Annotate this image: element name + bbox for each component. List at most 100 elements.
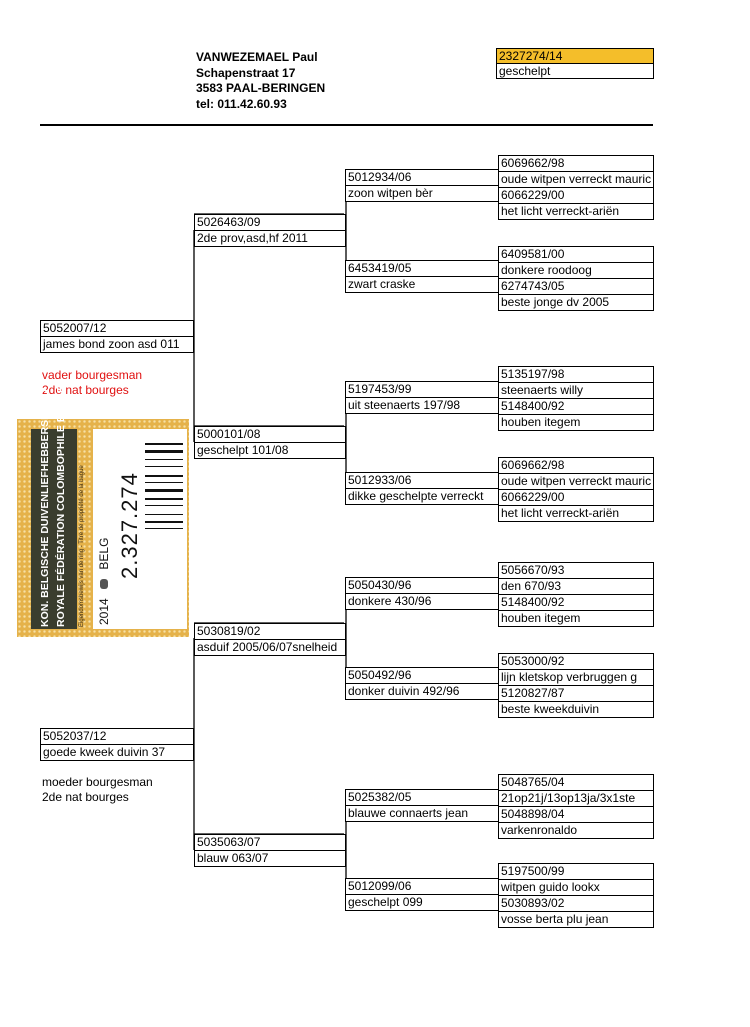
gen4-pair-6: 5053000/92 lijn kletskop verbruggen g 51… — [498, 653, 654, 718]
dam-note-line1: moeder bourgesman — [42, 775, 153, 789]
gen3-name: blauwe connaerts jean — [346, 805, 498, 821]
gen2-box-3: 5030819/02 asduif 2005/06/07snelheid — [194, 623, 346, 656]
gen4-dam-name: beste kweekduivin — [499, 701, 653, 717]
sire-note-line2: 2de nat bourges — [42, 383, 129, 397]
gen2-ring: 5026463/09 — [197, 215, 261, 229]
dam-name: goede kweek duivin 37 — [41, 744, 193, 760]
barcode-bar — [145, 482, 183, 483]
gen3-ring: 5050430/96 — [348, 578, 412, 592]
ring-country: BELG — [97, 537, 111, 570]
barcode-bar — [145, 521, 183, 523]
barcode-bar — [145, 513, 183, 515]
gen3-ring: 5012099/06 — [348, 879, 412, 893]
subject-color: geschelpt — [499, 64, 551, 78]
gen4-dam-name: vosse berta plu jean — [499, 911, 653, 927]
sire-name: james bond zoon asd 011 — [41, 336, 193, 352]
gen4-dam-name: het licht verreckt-ariën — [499, 203, 653, 219]
gen4-sire-name: den 670/93 — [499, 578, 653, 594]
gen4-sire-name: witpen guido lookx — [499, 879, 653, 895]
gen4-sire-ring: 5056670/93 — [501, 563, 565, 577]
gen4-sire-ring: 6409581/00 — [501, 247, 565, 261]
gen2-ring: 5035063/07 — [197, 835, 261, 849]
barcode-bar — [145, 474, 183, 477]
barcode-bar — [145, 497, 183, 500]
sire-box: 5052007/12 james bond zoon asd 011 — [40, 320, 194, 353]
owner-street: Schapenstraat 17 — [196, 65, 296, 80]
gen3-box-4: 5012933/06 dikke geschelpte verreckt — [345, 472, 499, 505]
gen4-pair-5: 5056670/93 den 670/93 5148400/92 houben … — [498, 562, 654, 627]
dam-note: moeder bourgesman 2de nat bourges — [42, 775, 153, 805]
gen3-ring: 5012934/06 — [348, 170, 412, 184]
gen3-box-6: 5050492/96 donker duivin 492/96 — [345, 667, 499, 700]
gen3-box-3: 5197453/99 uit steenaerts 197/98 — [345, 381, 499, 414]
gen3-name: donker duivin 492/96 — [346, 683, 498, 699]
barcode-bar — [145, 466, 183, 468]
gen3-box-2: 6453419/05 zwart craske — [345, 260, 499, 293]
gen3-box-7: 5025382/05 blauwe connaerts jean — [345, 789, 499, 822]
gen4-dam-ring: 6066229/00 — [499, 187, 653, 203]
gen3-box-5: 5050430/96 donkere 430/96 — [345, 577, 499, 610]
gen4-sire-name: 21op21j/13op13ja/3x1ste — [499, 790, 653, 806]
gen2-name: asduif 2005/06/07snelheid — [195, 639, 345, 655]
gen4-sire-ring: 5197500/99 — [501, 864, 565, 878]
sire-note-line1: vader bourgesman — [42, 368, 143, 382]
dam-ring: 5052037/12 — [43, 729, 107, 743]
gen2-ring: 5000101/08 — [197, 427, 261, 441]
gen4-sire-name: oude witpen verreckt mauric — [499, 473, 653, 488]
gen2-box-1: 5026463/09 2de prov,asd,hf 2011 — [194, 214, 346, 247]
ring-year: 2014 — [97, 598, 111, 625]
gen4-pair-2: 6409581/00 donkere roodoog 6274743/05 be… — [498, 246, 654, 311]
gen3-name: uit steenaerts 197/98 — [346, 397, 498, 413]
gen4-sire-name: oude witpen verreckt mauric — [499, 171, 653, 186]
gen4-dam-ring: 5030893/02 — [499, 895, 653, 911]
subject-ring-number: 2327274/14 — [497, 49, 653, 64]
sire-note: vader bourgesman 2de nat bourges — [42, 368, 142, 398]
ownership-note: Eigendomsbewijs van de ring - Titre de p… — [79, 465, 85, 627]
barcode-icon — [145, 443, 183, 621]
gen3-ring: 5050492/96 — [348, 668, 412, 682]
federation-name-nl: KON. BELGISCHE DUIVENLIEFHEBBERSBOND — [39, 388, 51, 627]
gen2-box-2: 5000101/08 geschelpt 101/08 — [194, 426, 346, 459]
gen4-pair-8: 5197500/99 witpen guido lookx 5030893/02… — [498, 863, 654, 928]
gen4-sire-ring: 5053000/92 — [501, 654, 565, 668]
gen3-ring: 5197453/99 — [348, 382, 412, 396]
subject-ring-box: 2327274/14 geschelpt — [496, 48, 654, 79]
gen3-name: dikke geschelpte verreckt — [346, 488, 498, 504]
gen4-dam-ring: 5148400/92 — [499, 398, 653, 414]
gen4-sire-ring: 6069662/98 — [501, 458, 565, 472]
gen4-dam-name: het licht verreckt-ariën — [499, 505, 653, 521]
ring-certificate-card: KON. BELGISCHE DUIVENLIEFHEBBERSBOND ROY… — [17, 386, 189, 637]
federation-strip: KON. BELGISCHE DUIVENLIEFHEBBERSBOND ROY… — [31, 386, 77, 629]
gen2-box-4: 5035063/07 blauw 063/07 — [194, 834, 346, 867]
gen3-ring: 5025382/05 — [348, 790, 412, 804]
owner-name: VANWEZEMAEL Paul — [196, 50, 318, 64]
federation-name-fr: ROYALE FÉDÉRATION COLOMBOPHILE BELGE — [55, 386, 67, 627]
gen4-dam-name: houben itegem — [499, 414, 653, 430]
gen4-dam-ring: 5148400/92 — [499, 594, 653, 610]
gen3-box-8: 5012099/06 geschelpt 099 — [345, 878, 499, 911]
gen4-dam-ring: 5120827/87 — [499, 685, 653, 701]
barcode-bar — [145, 528, 183, 530]
ring-label: 2014 BELG 2.327.274 — [93, 429, 187, 629]
gen4-dam-name: varkenronaldo — [499, 822, 653, 838]
owner-address: VANWEZEMAEL Paul Schapenstraat 17 3583 P… — [196, 50, 325, 112]
gen2-ring: 5030819/02 — [197, 624, 261, 638]
barcode-bar — [145, 443, 183, 445]
gen2-name: 2de prov,asd,hf 2011 — [195, 230, 345, 246]
barcode-bar — [145, 450, 183, 454]
gen3-box-1: 5012934/06 zoon witpen bèr — [345, 169, 499, 202]
owner-phone: tel: 011.42.60.93 — [196, 96, 287, 111]
gen3-name: zwart craske — [346, 276, 498, 292]
gen4-dam-name: houben itegem — [499, 610, 653, 626]
gen3-name: zoon witpen bèr — [346, 185, 498, 201]
federation-emblem-icon — [100, 578, 108, 589]
gen4-sire-ring: 5135197/98 — [501, 367, 565, 381]
owner-city: 3583 PAAL-BERINGEN — [196, 81, 326, 95]
gen2-name: geschelpt 101/08 — [195, 442, 345, 458]
header-divider — [40, 124, 653, 126]
gen4-sire-ring: 5048765/04 — [501, 775, 565, 789]
dam-box: 5052037/12 goede kweek duivin 37 — [40, 728, 194, 761]
gen4-sire-name: lijn kletskop verbruggen g — [499, 669, 653, 685]
barcode-bar — [145, 489, 183, 493]
sire-ring: 5052007/12 — [43, 321, 107, 335]
